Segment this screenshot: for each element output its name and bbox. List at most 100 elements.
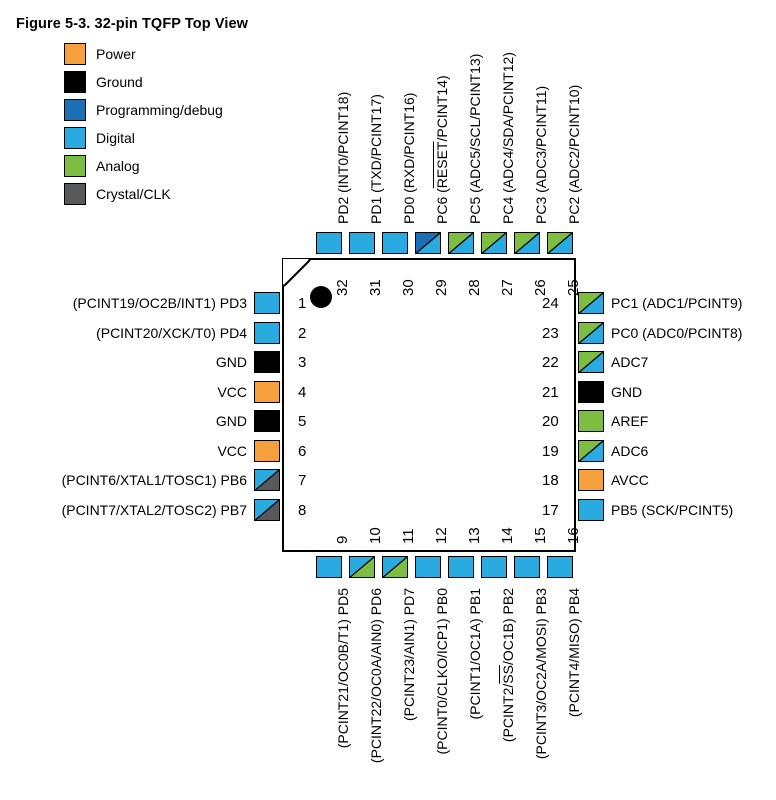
pin-pad-29[interactable] [415, 232, 441, 254]
pin-number-9: 9 [334, 535, 351, 544]
pin-pad-5[interactable] [254, 410, 280, 432]
pin-label-8: (PCINT7/XTAL2/TOSC2) PB7 [61, 501, 247, 518]
pin-pad-10[interactable] [349, 556, 375, 578]
pad-split-triangle [482, 233, 506, 254]
pin-number-7: 7 [298, 472, 307, 489]
legend-label-analog: Analog [96, 158, 140, 174]
pin-pad-31[interactable] [349, 232, 375, 254]
pin-number-29: 29 [433, 279, 450, 296]
pin-number-11: 11 [400, 528, 417, 544]
pin-label-12: (PCINT0/CLKO/ICP1) PB0 [434, 588, 450, 755]
pin-label-10: (PCINT22/OC0A/AIN0) PD6 [368, 588, 384, 764]
pin-pad-3[interactable] [254, 351, 280, 373]
legend-swatch-programming [64, 99, 86, 121]
pin-label-24: PC1 (ADC1/PCINT9) [611, 295, 743, 311]
pin-label-21: GND [611, 383, 643, 400]
pin-number-28: 28 [466, 279, 483, 296]
pin-number-14: 14 [499, 527, 516, 544]
pin-number-20: 20 [542, 413, 559, 430]
pin-label-11: (PCINT23/AIN1) PD7 [401, 588, 417, 722]
pin-number-1: 1 [298, 295, 307, 312]
pin-number-26: 26 [532, 279, 549, 296]
pin-pad-8[interactable] [254, 498, 280, 521]
pin-label-25: PC2 (ADC2/PCINT10) [566, 84, 582, 224]
legend-label-digital: Digital [96, 130, 135, 146]
pad-split-triangle [515, 233, 539, 254]
pin-pad-17[interactable] [578, 498, 604, 521]
pin-number-8: 8 [298, 501, 307, 519]
pin-pad-4[interactable] [254, 380, 280, 403]
pad-split-triangle [449, 233, 473, 254]
pin-pad-7[interactable] [254, 469, 280, 491]
chip-body [282, 258, 576, 552]
pin-pad-21[interactable] [578, 380, 604, 403]
pin-pad-32[interactable] [316, 232, 342, 254]
pin-number-12: 12 [433, 527, 450, 544]
pin-label-1: (PCINT19/OC2B/INT1) PD3 [72, 295, 247, 311]
pad-split-triangle [383, 557, 407, 578]
pin1-marker-dot [310, 286, 332, 308]
pin-number-2: 2 [298, 324, 307, 342]
pin-pad-19[interactable] [578, 439, 604, 462]
pin-number-31: 31 [367, 279, 384, 296]
pin-number-17: 17 [542, 501, 559, 519]
pin-pad-20[interactable] [578, 410, 604, 432]
pad-split-triangle [255, 470, 279, 491]
pin-label-15: (PCINT3/OC2A/MOSI) PB3 [533, 588, 549, 760]
pin-number-24: 24 [542, 295, 559, 312]
pin-pad-12[interactable] [415, 556, 441, 578]
pin-pad-15[interactable] [514, 556, 540, 578]
pin-label-30: PD0 (RXD/PCINT16) [401, 92, 417, 224]
pin-number-10: 10 [367, 527, 384, 544]
legend-swatch-digital [64, 127, 86, 149]
pin-label-16: (PCINT4/MISO) PB4 [566, 588, 582, 718]
pin-pad-26[interactable] [514, 232, 540, 254]
pin-number-15: 15 [532, 527, 549, 544]
pin-number-22: 22 [542, 354, 559, 371]
pin-label-17: PB5 (SCK/PCINT5) [611, 501, 734, 518]
pin-number-3: 3 [298, 354, 307, 371]
pin-label-19: ADC6 [611, 442, 649, 459]
legend-label-crystal: Crystal/CLK [96, 186, 171, 202]
pin-pad-30[interactable] [382, 232, 408, 254]
pin-pad-25[interactable] [547, 232, 573, 254]
pad-split-triangle [579, 322, 603, 343]
pad-split-triangle [416, 233, 440, 254]
pin-label-22: ADC7 [611, 354, 649, 370]
pin-label-6: VCC [217, 442, 247, 459]
pin-pad-6[interactable] [254, 439, 280, 462]
legend-swatch-ground [64, 71, 86, 93]
pad-split-triangle [350, 557, 374, 578]
pin-pad-27[interactable] [481, 232, 507, 254]
legend-label-programming: Programming/debug [96, 102, 223, 118]
pin-label-32: PD2 (INT0/PCINT18) [335, 91, 351, 224]
pin-label-23: PC0 (ADC0/PCINT8) [611, 324, 743, 341]
legend-swatch-power [64, 43, 86, 65]
pin-pad-24[interactable] [578, 292, 604, 314]
pin-pad-16[interactable] [547, 556, 573, 578]
pin-pad-22[interactable] [578, 351, 604, 373]
pin-label-20: AREF [611, 413, 649, 429]
pin-pad-11[interactable] [382, 556, 408, 578]
pin-label-29: PC6 (RESET/PCINT14) [434, 75, 450, 224]
pin-pad-13[interactable] [448, 556, 474, 578]
pin-pad-9[interactable] [316, 556, 342, 578]
pin-label-4: VCC [217, 383, 247, 400]
pad-split-triangle [548, 233, 572, 254]
pin-label-27: PC4 (ADC4/SDA/PCINT12) [500, 52, 516, 224]
pin-number-30: 30 [400, 279, 417, 296]
pin-pad-18[interactable] [578, 469, 604, 491]
pin-pad-28[interactable] [448, 232, 474, 254]
pin-label-28: PC5 (ADC5/SCL/PCINT13) [467, 53, 483, 224]
pad-split-triangle [579, 440, 603, 461]
pin-pad-23[interactable] [578, 321, 604, 344]
pin-label-26: PC3 (ADC3/PCINT11) [533, 85, 549, 224]
pin-number-23: 23 [542, 324, 559, 342]
pin-number-21: 21 [542, 383, 559, 401]
pin-label-3: GND [215, 354, 247, 370]
pin-pad-1[interactable] [254, 292, 280, 314]
pin-label-18: AVCC [611, 472, 649, 488]
pin-pad-2[interactable] [254, 321, 280, 344]
pin-pad-14[interactable] [481, 556, 507, 578]
